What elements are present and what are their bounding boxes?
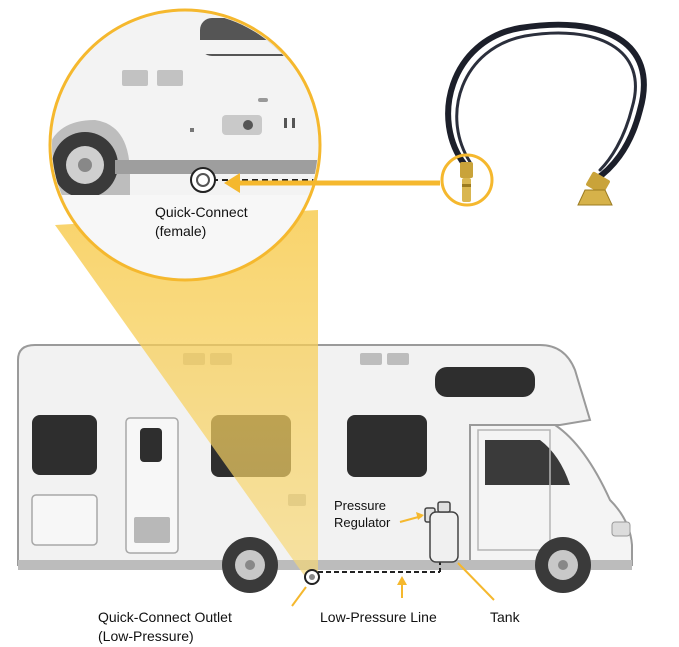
female-quick-connect-icon bbox=[190, 167, 216, 193]
label-quick-connect-female: Quick-Connect bbox=[155, 204, 248, 220]
label-pressure-regulator-sub: Regulator bbox=[334, 515, 391, 530]
outlet-pointer bbox=[291, 586, 307, 607]
rv-window-rear bbox=[32, 415, 97, 475]
label-pressure-regulator: Pressure bbox=[334, 498, 386, 513]
propane-hose-icon bbox=[440, 21, 647, 207]
label-quick-connect-outlet: Quick-Connect Outlet bbox=[98, 609, 232, 625]
headlight bbox=[611, 521, 631, 537]
label-quick-connect-female-sub: (female) bbox=[155, 223, 206, 239]
label-tank: Tank bbox=[490, 609, 521, 625]
propane-tank bbox=[429, 511, 459, 563]
storage-hatch bbox=[31, 494, 98, 546]
rv-motorhome bbox=[17, 344, 633, 593]
rear-wheel bbox=[222, 537, 278, 593]
label-low-pressure-line: Low-Pressure Line bbox=[320, 609, 437, 625]
zoom-detail bbox=[48, 8, 322, 282]
overcab-window bbox=[435, 367, 535, 397]
rv-window-front bbox=[347, 415, 427, 477]
rv-skirt bbox=[18, 560, 632, 570]
quick-connect-fitting-icon bbox=[304, 569, 320, 585]
door-window bbox=[140, 428, 162, 462]
roof-vent-right bbox=[360, 353, 382, 365]
propane-tank-valve bbox=[437, 501, 451, 513]
tank-pointer bbox=[457, 562, 495, 601]
cab-window bbox=[485, 440, 570, 485]
roof-vent-right-2 bbox=[387, 353, 409, 365]
regulator-arrowhead bbox=[416, 512, 424, 520]
door-vent bbox=[134, 517, 170, 543]
zoom-beam bbox=[55, 210, 318, 578]
low-pressure-arrowhead bbox=[397, 576, 407, 585]
front-wheel bbox=[535, 537, 591, 593]
label-quick-connect-outlet-sub: (Low-Pressure) bbox=[98, 628, 194, 644]
arrow-left-icon bbox=[224, 173, 440, 193]
cab-door bbox=[477, 429, 551, 551]
